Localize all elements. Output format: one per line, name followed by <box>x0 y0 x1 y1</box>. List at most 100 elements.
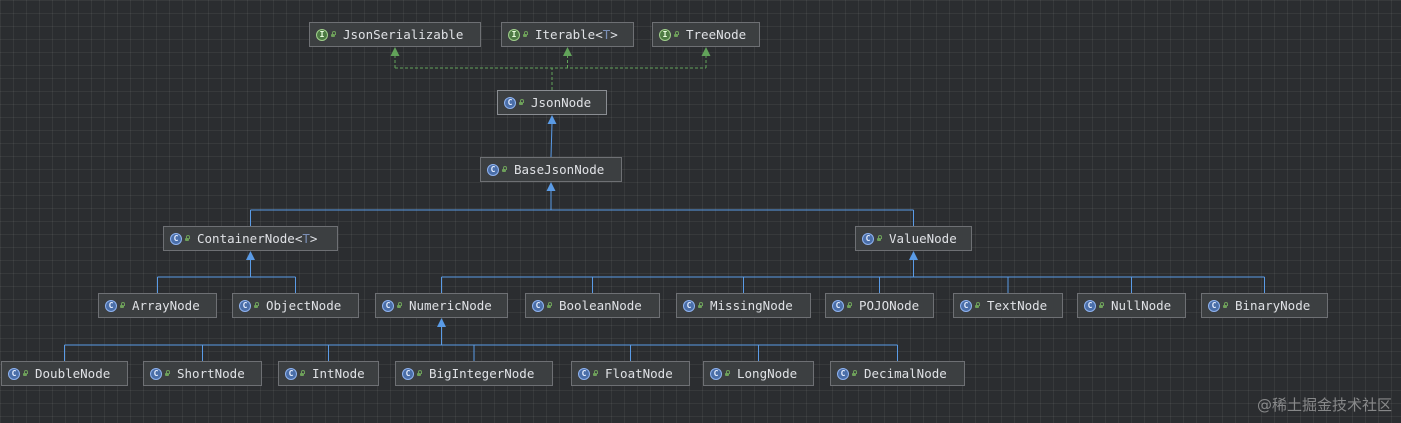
node-big-integer-node[interactable]: C BigIntegerNode <box>395 361 553 386</box>
public-visibility-icon <box>397 302 404 309</box>
node-double-node[interactable]: C DoubleNode <box>1 361 128 386</box>
node-name: TextNode <box>987 298 1048 313</box>
public-visibility-icon <box>1223 302 1230 309</box>
node-label: ArrayNode <box>132 298 200 313</box>
type-parameter: T <box>302 231 310 246</box>
node-label: DoubleNode <box>35 366 110 381</box>
node-label: LongNode <box>737 366 797 381</box>
class-icon: C <box>710 367 722 380</box>
class-icon: C <box>862 232 874 245</box>
node-name: BigIntegerNode <box>429 366 535 381</box>
node-iterable[interactable]: I Iterable<T> <box>501 22 634 47</box>
node-label: Iterable<T> <box>535 27 618 42</box>
public-visibility-icon <box>417 370 424 377</box>
class-icon: C <box>285 367 297 380</box>
node-base-json-node[interactable]: C BaseJsonNode <box>480 157 622 182</box>
class-icon: C <box>105 299 117 312</box>
public-visibility-icon <box>547 302 554 309</box>
node-label: ShortNode <box>177 366 245 381</box>
class-icon: C <box>532 299 544 312</box>
extends-arrow-base-json-node <box>546 182 556 191</box>
node-name: TreeNode <box>686 27 747 42</box>
public-visibility-icon <box>1099 302 1106 309</box>
interface-icon: I <box>659 28 671 41</box>
node-tree-node[interactable]: I TreeNode <box>652 22 760 47</box>
node-label: ContainerNode<T> <box>197 231 317 246</box>
public-visibility-icon <box>185 235 192 242</box>
class-icon: C <box>960 299 972 312</box>
node-name: ValueNode <box>889 231 957 246</box>
class-icon: C <box>402 367 414 380</box>
node-decimal-node[interactable]: C DecimalNode <box>830 361 965 386</box>
interface-icon: I <box>316 28 328 41</box>
public-visibility-icon <box>725 370 732 377</box>
implements-arrow-json-serializable <box>390 47 400 56</box>
node-long-node[interactable]: C LongNode <box>703 361 814 386</box>
node-name: LongNode <box>737 366 798 381</box>
class-icon: C <box>150 367 162 380</box>
node-short-node[interactable]: C ShortNode <box>143 361 262 386</box>
node-label: TextNode <box>987 298 1047 313</box>
node-name: BinaryNode <box>1235 298 1311 313</box>
type-parameter: T <box>602 27 611 42</box>
node-json-serializable[interactable]: I JsonSerializable <box>309 22 481 47</box>
node-name: BaseJsonNode <box>514 162 605 177</box>
class-icon: C <box>1084 299 1096 312</box>
public-visibility-icon <box>674 31 681 38</box>
node-label: BigIntegerNode <box>429 366 534 381</box>
node-object-node[interactable]: C ObjectNode <box>232 293 359 318</box>
node-array-node[interactable]: C ArrayNode <box>98 293 217 318</box>
class-icon: C <box>487 163 499 176</box>
public-visibility-icon <box>519 99 526 106</box>
node-label: DecimalNode <box>864 366 947 381</box>
type-suffix: > <box>610 27 618 42</box>
class-icon: C <box>382 299 394 312</box>
public-visibility-icon <box>23 370 30 377</box>
node-label: ValueNode <box>889 231 957 246</box>
node-int-node[interactable]: C IntNode <box>278 361 379 386</box>
implements-arrow-tree-node <box>701 47 711 56</box>
class-icon: C <box>683 299 695 312</box>
node-name: MissingNode <box>710 298 793 313</box>
node-name: ContainerNode< <box>197 231 303 246</box>
extends-edge-json-node <box>550 122 553 158</box>
node-name: NullNode <box>1111 298 1172 313</box>
public-visibility-icon <box>975 302 982 309</box>
public-visibility-icon <box>523 31 530 38</box>
node-missing-node[interactable]: C MissingNode <box>676 293 811 318</box>
public-visibility-icon <box>300 370 307 377</box>
public-visibility-icon <box>502 166 509 173</box>
node-name: FloatNode <box>605 366 673 381</box>
node-value-node[interactable]: C ValueNode <box>855 226 972 251</box>
node-name: DoubleNode <box>35 366 111 381</box>
node-name: ObjectNode <box>266 298 342 313</box>
node-label: POJONode <box>859 298 919 313</box>
node-name: BooleanNode <box>559 298 642 313</box>
node-label: JsonSerializable <box>343 27 463 42</box>
class-icon: C <box>8 367 20 380</box>
node-label: JsonNode <box>531 95 591 110</box>
class-icon: C <box>578 367 590 380</box>
node-name: ShortNode <box>177 366 245 381</box>
interface-icon: I <box>508 28 520 41</box>
node-name: POJONode <box>859 298 920 313</box>
node-label: ObjectNode <box>266 298 341 313</box>
node-name: IntNode <box>312 366 365 381</box>
node-boolean-node[interactable]: C BooleanNode <box>525 293 660 318</box>
node-label: NumericNode <box>409 298 492 313</box>
class-icon: C <box>239 299 251 312</box>
class-icon: C <box>837 367 849 380</box>
public-visibility-icon <box>593 370 600 377</box>
node-numeric-node[interactable]: C NumericNode <box>375 293 508 318</box>
node-text-node[interactable]: C TextNode <box>953 293 1063 318</box>
extends-arrow-value-node <box>909 251 918 260</box>
node-null-node[interactable]: C NullNode <box>1077 293 1186 318</box>
class-icon: C <box>832 299 844 312</box>
node-name: JsonSerializable <box>343 27 464 42</box>
node-float-node[interactable]: C FloatNode <box>571 361 690 386</box>
node-pojo-node[interactable]: C POJONode <box>825 293 934 318</box>
